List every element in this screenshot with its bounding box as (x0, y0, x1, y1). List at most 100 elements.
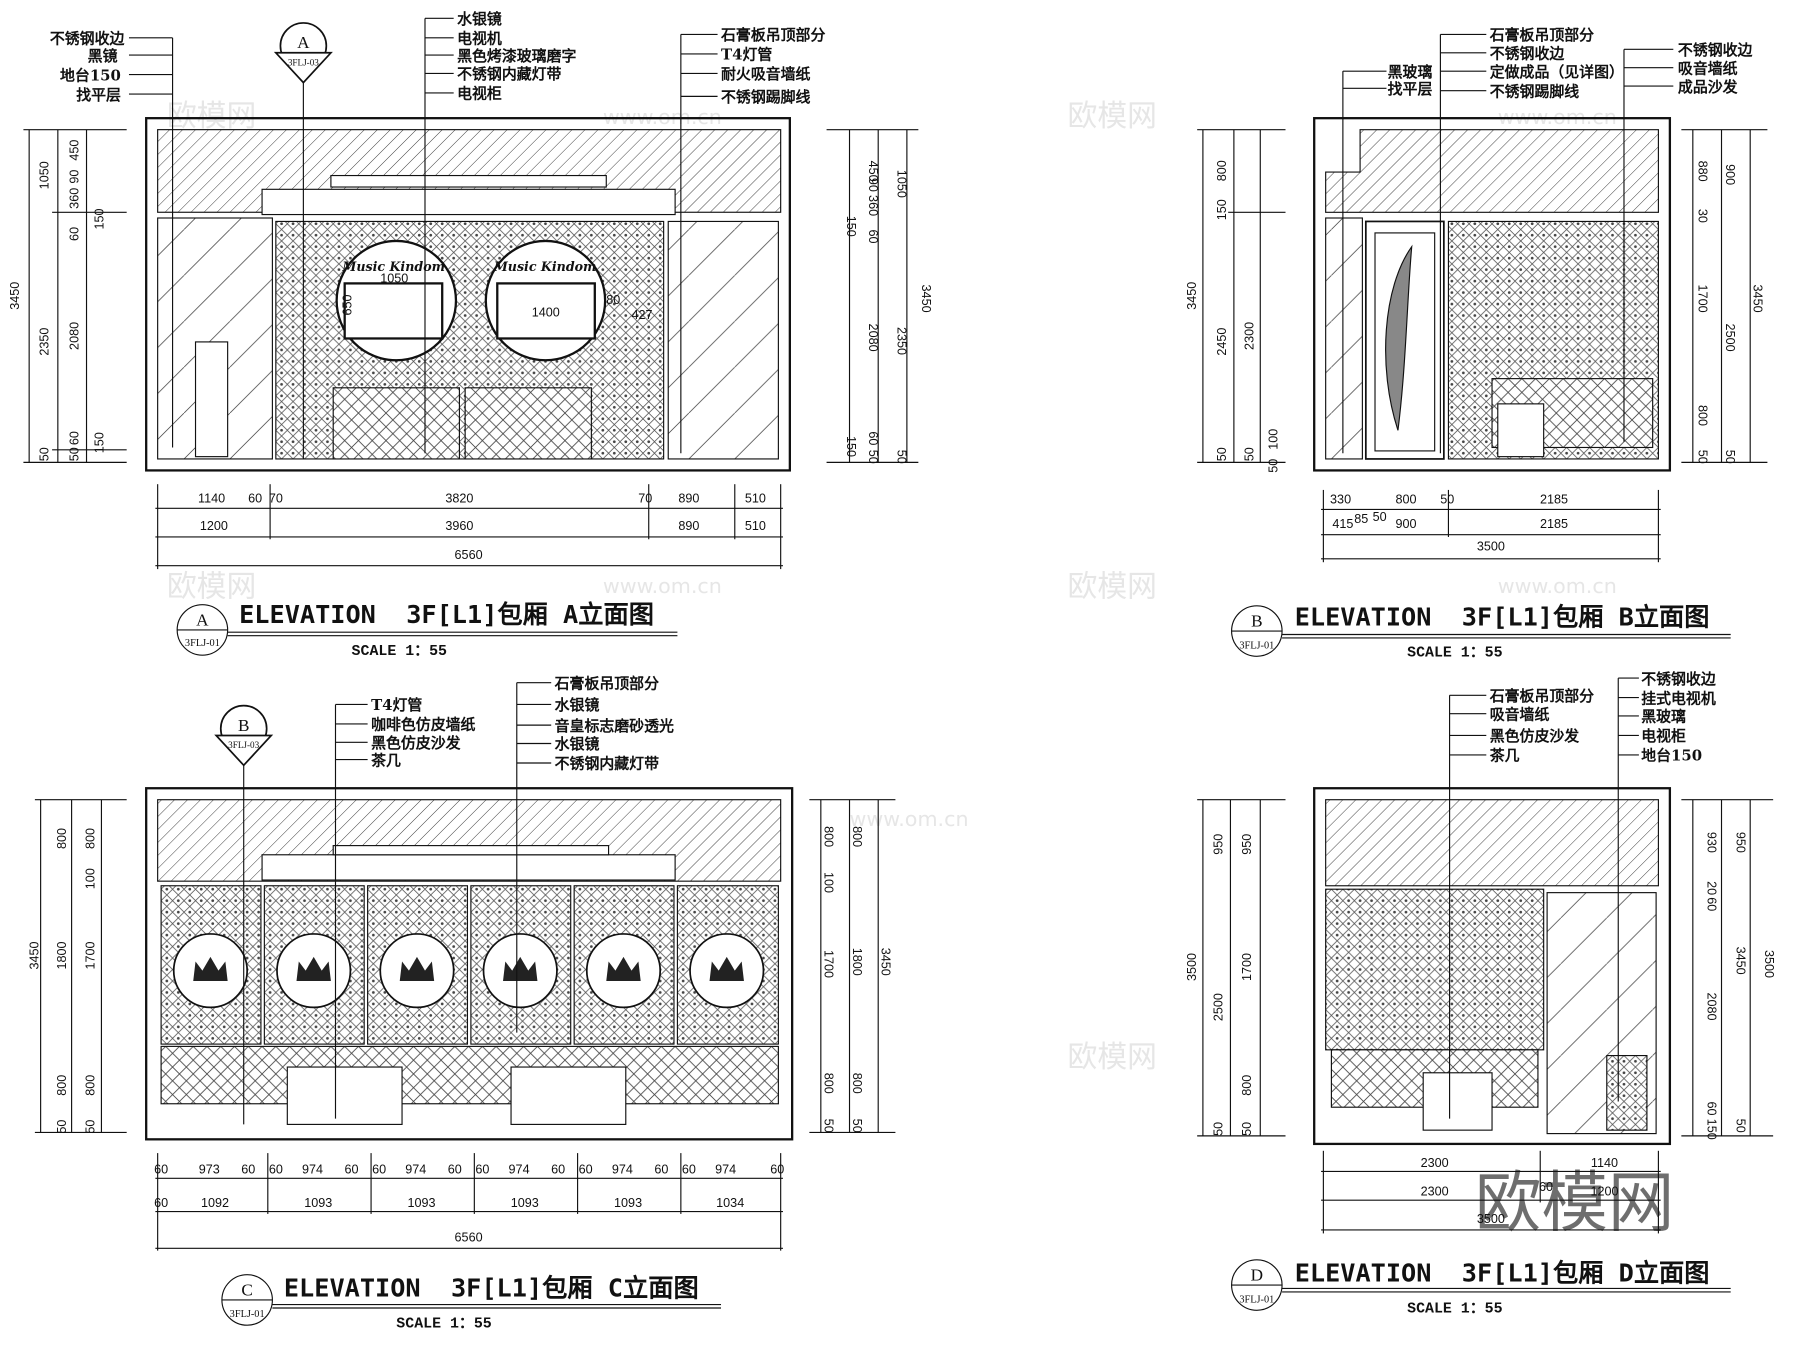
callouts-left: 黑玻璃 找平层 (1342, 63, 1433, 454)
scale-label: SCALE 1：55 (1407, 1302, 1502, 1318)
callout-label: 石膏板吊顶部分 (1489, 687, 1594, 705)
dim-label: 100 (821, 872, 835, 893)
callout-label: 不锈钢踢脚线 (721, 88, 811, 106)
vertical-dimensions: 3450 800 1800 800 50 800 100 1700 800 50… (27, 799, 896, 1134)
dim-label: 50 (1733, 1119, 1747, 1133)
watermark-brand: 欧模网 (1068, 99, 1157, 134)
crown-icon (296, 956, 331, 981)
dim-label: 3500 (1762, 950, 1776, 978)
sofa (160, 1045, 779, 1105)
dim-label: 100 (1266, 429, 1280, 450)
wall-panels (160, 885, 779, 1045)
dim-label: 890 (678, 519, 699, 533)
crown-icon (709, 956, 744, 981)
dim-label: 50 (850, 1119, 864, 1133)
elevation-b-frame (1313, 117, 1672, 472)
dim-label: 3960 (445, 519, 473, 533)
dim-label: 50 (895, 450, 909, 464)
dim-label: 1050 (895, 170, 909, 198)
coffee-table (286, 1066, 403, 1125)
dim-label: 974 (715, 1163, 736, 1177)
dim-label: 70 (269, 492, 283, 506)
dim-label: 2080 (1705, 992, 1719, 1020)
dim-label: 60 (1705, 897, 1719, 911)
dim-label: 974 (509, 1163, 530, 1177)
callout-label: 定做成品（见详图） (1490, 63, 1624, 81)
dim-label: 60 (1539, 1180, 1553, 1194)
dim-label: 150 (1215, 199, 1229, 220)
watermark-brand: 欧模网 (167, 99, 256, 134)
marker-letter: A (196, 610, 209, 629)
dim-label: 80 (606, 293, 620, 307)
dim-label: 800 (821, 826, 835, 847)
tv-screen (343, 282, 444, 340)
marker-letter: B (1251, 611, 1262, 630)
elevation-d-title-block: D 3FLJ-01 ELEVATION 3F[L1]包厢 D立面图 SCALE … (1231, 1259, 1731, 1318)
dim-label: 100 (84, 868, 98, 889)
callouts-mid: 石膏板吊顶部分 不锈钢收边 定做成品（见详图） 不锈钢踢脚线 (1439, 26, 1624, 454)
callouts-left: T4灯管 咖啡色仿皮墙纸 黑色仿皮沙发 茶几 (334, 696, 476, 1119)
watermark-brand: 欧模网 (167, 570, 256, 605)
callouts-right: 石膏板吊顶部分 水银镜 音皇标志磨砂透光 水银镜 不锈钢内藏灯带 (516, 674, 674, 1033)
dim-label: 800 (1696, 405, 1710, 426)
dim-label: 650 (341, 294, 355, 315)
dim-label: 1700 (1240, 953, 1254, 981)
dim-label: 1200 (200, 519, 228, 533)
wallpaper-panel (1325, 888, 1545, 1051)
dim-label: 1700 (821, 950, 835, 978)
dim-label: 20 (1705, 881, 1719, 895)
dim-label: 1093 (304, 1196, 332, 1210)
dim-label: 1093 (614, 1196, 642, 1210)
elevation-title: ELEVATION 3F[L1]包厢 C立面图 (284, 1274, 699, 1303)
callout-label: 黑玻璃 (1388, 63, 1433, 81)
dim-label: 2350 (38, 328, 52, 356)
dim-label: 50 (1266, 459, 1280, 473)
section-marker-b: B 3FLJ-03 (214, 704, 274, 1125)
dim-label: 900 (1723, 164, 1737, 185)
dim-label: 890 (678, 492, 699, 506)
elevation-a-title-block: A 3FLJ-01 ELEVATION 3F[L1]包厢 A立面图 SCALE … (176, 600, 678, 660)
callout-label: 电视柜 (1641, 727, 1686, 745)
callout-label: 水银镜 (555, 735, 600, 753)
dim-label: 1800 (850, 948, 864, 976)
light-trough (261, 854, 676, 881)
dim-label: 85 (1354, 512, 1368, 526)
watermark-site: www.om.cn (603, 574, 722, 598)
dim-label: 3450 (1733, 947, 1747, 975)
callouts-right: 不锈钢收边 挂式电视机 黑玻璃 电视柜 地台150 (1617, 670, 1716, 1102)
dim-label: 2080 (866, 324, 880, 352)
dim-label: 1140 (1591, 1156, 1618, 1170)
tv-cabinet (464, 387, 592, 460)
dim-label: 3450 (879, 948, 893, 976)
dim-label: 2185 (1540, 517, 1568, 531)
dim-label: 2300 (1242, 322, 1256, 350)
elevation-b-title-block: B 3FLJ-01 ELEVATION 3F[L1]包厢 B立面图 SCALE … (1231, 602, 1731, 661)
dim-label: 60 (579, 1163, 593, 1177)
callout-label: 不锈钢内藏灯带 (555, 755, 659, 773)
elevation-title: ELEVATION 3F[L1]包厢 B立面图 (1295, 602, 1710, 631)
marker-letter: C (241, 1280, 252, 1299)
dim-label: 3450 (8, 282, 22, 310)
callout-label: 不锈钢收边 (50, 30, 125, 48)
dim-label: 800 (1240, 1075, 1254, 1096)
watermark-site: www.om.cn (1498, 574, 1617, 598)
callout-label: 黑色仿皮沙发 (1490, 727, 1580, 745)
dim-label: 974 (612, 1163, 633, 1177)
dim-label: 90 (866, 178, 880, 192)
dim-label: 2500 (1211, 993, 1225, 1021)
dim-label: 3450 (27, 941, 41, 969)
horizontal-dimensions: 1140 60 70 3820 70 890 510 1200 3960 890… (155, 484, 783, 570)
dim-label: 60 (682, 1163, 696, 1177)
dim-label: 330 (1330, 493, 1351, 507)
ceiling-hatch (1325, 799, 1659, 887)
section-ref: 3FLJ-03 (288, 57, 319, 67)
coffee-table (1497, 403, 1545, 458)
dim-label: 800 (84, 1075, 98, 1096)
watermark-site: www.om.cn (850, 807, 969, 831)
dim-label: 50 (1440, 493, 1454, 507)
horizontal-dimensions: 330 800 50 2185 415 85 50 900 2185 3500 (1321, 489, 1661, 563)
side-table (194, 341, 229, 458)
coffee-table (510, 1066, 627, 1125)
callouts-right: 不锈钢收边 吸音墙纸 成品沙发 (1623, 41, 1753, 442)
